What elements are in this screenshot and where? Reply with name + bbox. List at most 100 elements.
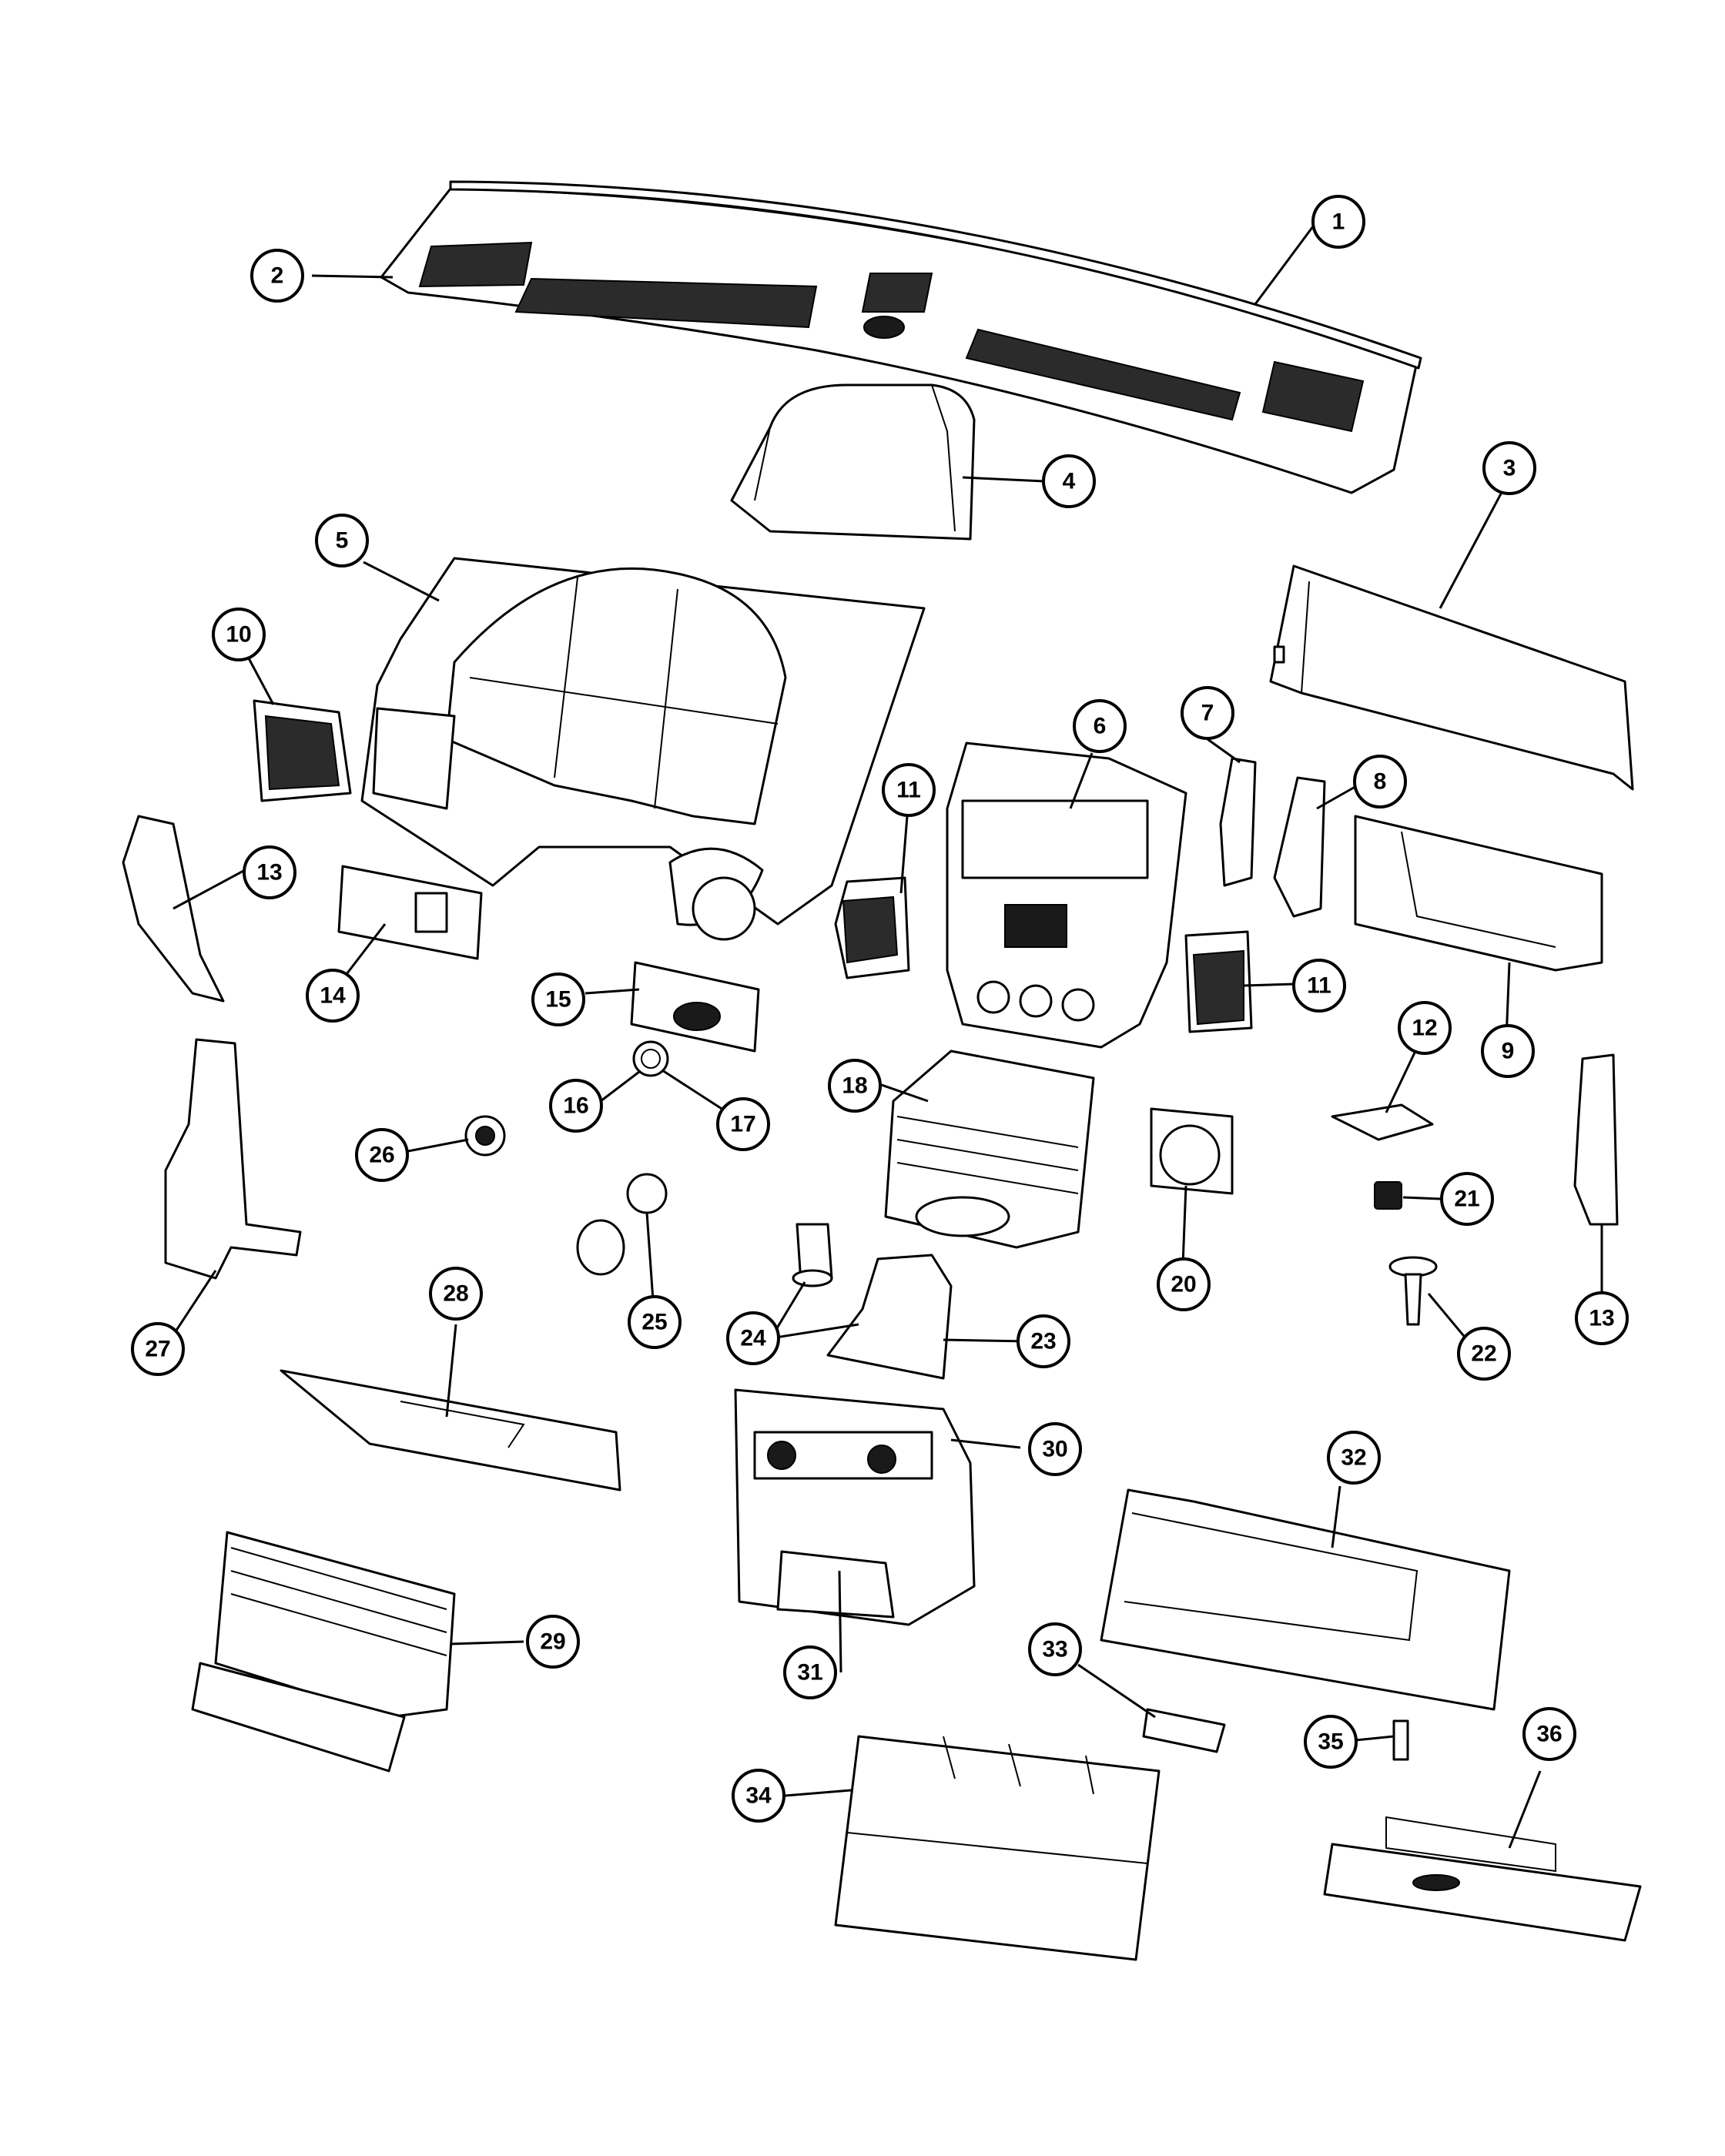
part-28-lower-cover	[280, 1369, 621, 1491]
callout-9: 9	[1481, 1024, 1535, 1078]
svg-text:30: 30	[1042, 1437, 1067, 1462]
part-30-31-console	[734, 1388, 976, 1626]
svg-text:11: 11	[896, 778, 921, 803]
svg-text:14: 14	[320, 983, 346, 1009]
svg-text:21: 21	[1454, 1187, 1479, 1212]
svg-text:12: 12	[1412, 1016, 1437, 1041]
callout-16: 16	[549, 1079, 603, 1133]
part-7-bracket	[1219, 757, 1257, 887]
callout-7: 7	[1181, 686, 1234, 740]
callout-29: 29	[526, 1615, 580, 1669]
callout-17: 17	[716, 1097, 770, 1151]
part-18-bin	[884, 1050, 1095, 1249]
part-36-bezel	[1323, 1816, 1642, 1942]
part-8-bracket	[1273, 776, 1326, 918]
part-9-lower-panel	[1354, 815, 1603, 972]
callout-20: 20	[1157, 1257, 1211, 1311]
part-11-vent-right	[1184, 930, 1253, 1033]
callout-30: 30	[1028, 1422, 1082, 1476]
svg-text:34: 34	[745, 1783, 772, 1809]
svg-text:8: 8	[1374, 769, 1387, 795]
part-11-vent-left	[834, 876, 910, 979]
svg-text:15: 15	[545, 987, 571, 1013]
callout-4: 4	[1042, 454, 1096, 508]
part-21-clip	[1374, 1181, 1402, 1210]
svg-text:10: 10	[226, 622, 251, 648]
svg-text:32: 32	[1341, 1445, 1366, 1471]
part-23-boot	[826, 1254, 953, 1380]
svg-text:28: 28	[443, 1281, 468, 1307]
part-12-mat	[1331, 1103, 1434, 1141]
part-5-cluster-bezel	[360, 557, 926, 941]
callout-28: 28	[429, 1267, 483, 1321]
callout-22: 22	[1457, 1327, 1511, 1381]
callout-33: 33	[1028, 1622, 1082, 1676]
callout-27: 27	[131, 1322, 185, 1376]
svg-text:2: 2	[271, 263, 284, 289]
svg-text:36: 36	[1536, 1722, 1562, 1747]
callout-32: 32	[1327, 1431, 1381, 1485]
svg-text:18: 18	[842, 1073, 867, 1099]
callout-13-a: 13	[243, 845, 296, 899]
callout-11-a: 11	[882, 763, 936, 817]
leader-lines	[162, 223, 1603, 1849]
callouts: 1 2 3 4 5 10 7 6 8 11 13 11 14 15 12 9 1…	[131, 195, 1629, 1823]
callout-5: 5	[315, 514, 369, 567]
part-35-bumper	[1392, 1719, 1409, 1761]
part-6-center-bezel	[946, 742, 1187, 1049]
svg-text:26: 26	[369, 1143, 394, 1168]
callout-18: 18	[828, 1059, 882, 1113]
part-29-bin	[191, 1531, 456, 1773]
svg-text:31: 31	[797, 1660, 822, 1686]
part-16-17-switch	[632, 1040, 669, 1077]
callout-34: 34	[732, 1769, 785, 1823]
callout-11-b: 11	[1292, 959, 1346, 1013]
part-32-glove-box-bin	[1100, 1488, 1511, 1711]
svg-text:33: 33	[1042, 1637, 1067, 1662]
part-upper-panel-pad	[380, 180, 1422, 494]
part-25-outlet	[576, 1173, 668, 1276]
svg-text:13: 13	[256, 860, 282, 886]
svg-text:27: 27	[145, 1337, 170, 1362]
part-26-switch	[464, 1115, 506, 1157]
callout-14: 14	[306, 969, 360, 1023]
callout-2: 2	[250, 249, 304, 303]
svg-text:6: 6	[1094, 714, 1107, 739]
callout-13-b: 13	[1575, 1291, 1629, 1345]
part-20-bezel	[1150, 1107, 1234, 1195]
callout-23: 23	[1017, 1314, 1070, 1368]
svg-text:23: 23	[1030, 1329, 1056, 1354]
callout-6: 6	[1073, 699, 1127, 753]
svg-text:35: 35	[1318, 1729, 1343, 1755]
part-24-lighter	[792, 1223, 833, 1287]
callout-3: 3	[1482, 441, 1536, 495]
part-27-bracket	[164, 1038, 302, 1280]
svg-text:29: 29	[540, 1629, 565, 1655]
svg-text:4: 4	[1063, 469, 1076, 494]
callout-10: 10	[212, 608, 266, 661]
part-10-vent	[253, 699, 352, 802]
callout-1: 1	[1311, 195, 1365, 249]
callout-15: 15	[531, 973, 585, 1026]
part-15-bezel	[630, 961, 760, 1053]
callout-35: 35	[1304, 1715, 1358, 1769]
callout-31: 31	[783, 1645, 837, 1699]
callout-8: 8	[1353, 755, 1407, 808]
callout-12: 12	[1398, 1001, 1452, 1055]
callout-25: 25	[628, 1295, 682, 1349]
svg-text:11: 11	[1307, 973, 1331, 999]
part-4-cover	[730, 383, 976, 541]
svg-text:9: 9	[1502, 1039, 1515, 1064]
svg-text:17: 17	[730, 1112, 755, 1137]
part-33-latch	[1142, 1708, 1226, 1753]
svg-text:7: 7	[1201, 701, 1214, 726]
callout-24: 24	[726, 1311, 780, 1365]
svg-text:5: 5	[336, 528, 349, 554]
svg-text:13: 13	[1589, 1306, 1614, 1331]
svg-text:1: 1	[1332, 209, 1345, 235]
svg-text:20: 20	[1171, 1272, 1196, 1297]
part-3-right-panel	[1269, 564, 1634, 791]
callout-36: 36	[1522, 1707, 1576, 1761]
callout-26: 26	[355, 1128, 409, 1182]
part-34-glove-box-door	[834, 1735, 1161, 1961]
